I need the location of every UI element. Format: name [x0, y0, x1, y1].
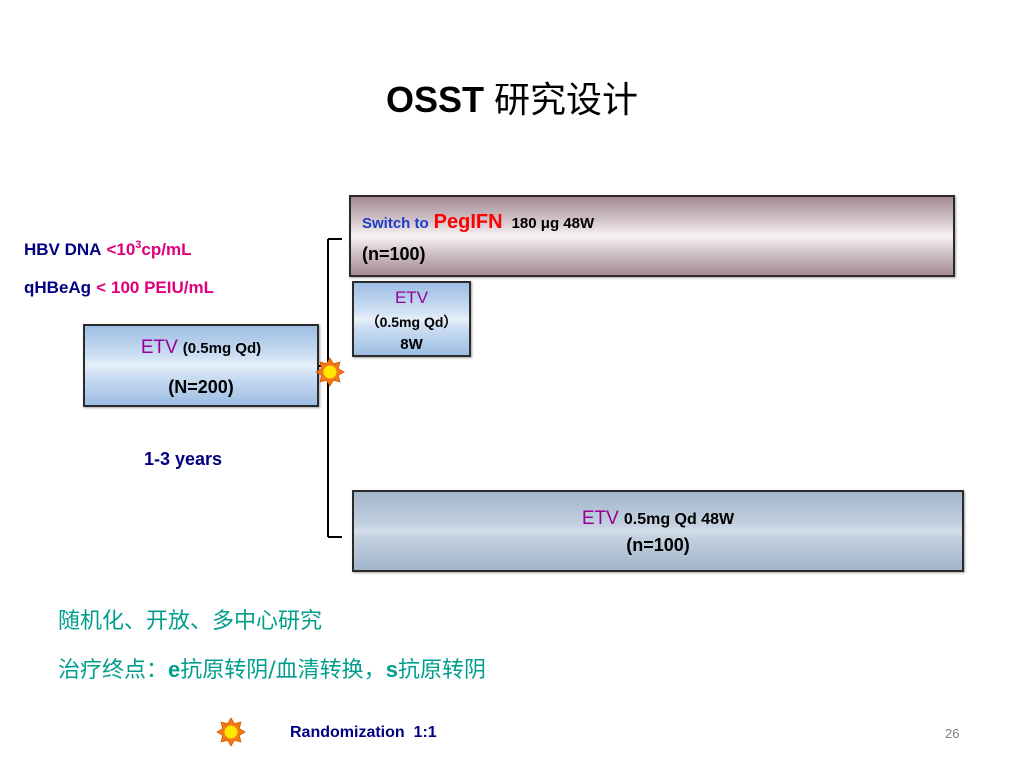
study-design-note: 随机化、开放、多中心研究: [58, 609, 323, 634]
treatment-duration: 1-3 years: [144, 449, 223, 469]
sun-burst-icon: [315, 357, 345, 387]
title-cjk: 研究设计: [494, 80, 639, 121]
randomization-bracket: [319, 238, 342, 538]
title-latin: OSST: [385, 79, 484, 120]
switch-arm-prefix: Switch to: [362, 215, 429, 232]
continue-arm-drug: ETV: [581, 508, 619, 529]
hbeag-value: 100 PEIU/mL: [111, 278, 214, 297]
hbv-exponent: 3: [135, 239, 142, 251]
endpoint-s-text: 抗原转阴: [397, 658, 486, 683]
baseline-arm-drug: ETV: [140, 337, 178, 358]
criterion-qhbeag: qHBeAg<100 PEIU/mL: [24, 276, 214, 300]
overlap-arm-box: ETV （0.5mg Qd） 8W: [352, 281, 471, 357]
continue-arm-n: (n=100): [626, 535, 690, 555]
baseline-arm-box: ETV(0.5mg Qd) (N=200): [83, 324, 319, 407]
legend-sun-burst-icon: [216, 717, 246, 747]
hbeag-operator: <: [96, 278, 106, 297]
legend-label: Randomization 1:1: [290, 724, 437, 741]
continue-arm-dose: 0.5mg Qd 48W: [623, 511, 735, 528]
endpoint-s: s: [385, 657, 398, 682]
hbv-value: <10: [106, 240, 136, 259]
endpoint-note: 治疗终点：e抗原转阴/血清转换，s抗原转阴: [58, 655, 486, 685]
hbv-label: HBV DNA: [24, 240, 102, 259]
endpoint-e-text: 抗原转阴/血清转换，: [180, 658, 386, 683]
overlap-arm-drug: ETV: [394, 288, 429, 307]
criterion-hbv-dna: HBV DNA<103cp/mL: [24, 238, 191, 262]
switch-arm-dose: 180 μg 48W: [511, 215, 595, 232]
baseline-arm-line1: ETV(0.5mg Qd): [85, 335, 317, 361]
hbeag-label: qHBeAg: [24, 278, 92, 297]
overlap-arm-dose: （0.5mg Qd）: [365, 314, 458, 330]
endpoint-e: e: [168, 657, 181, 682]
switch-arm-drug: PegIFN: [433, 211, 503, 233]
hbv-unit: cp/mL: [141, 240, 192, 259]
switch-arm-n: (n=100): [362, 244, 426, 264]
baseline-arm-n: (N=200): [168, 377, 234, 397]
overlap-arm-duration: 8W: [400, 336, 423, 353]
baseline-arm-dose: (0.5mg Qd): [182, 340, 262, 357]
page-number: 26: [945, 726, 960, 741]
endpoint-label: 治疗终点：: [58, 658, 169, 683]
